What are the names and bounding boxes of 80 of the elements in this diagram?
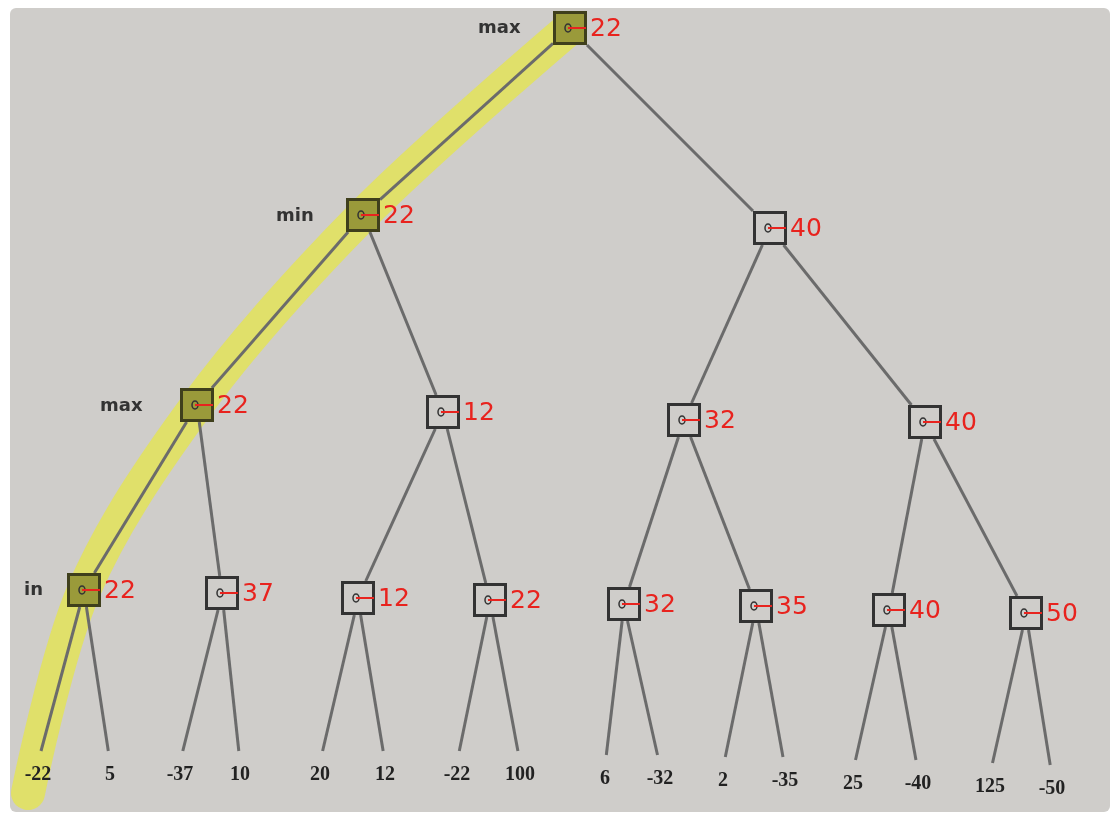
tree-edge [93,421,188,574]
tree-node-box [872,593,906,627]
annotation-value: 22 [590,14,622,42]
tree-edge [379,42,554,201]
tree-edge [445,428,488,584]
tree-node-box [1009,596,1043,630]
tree-edge [854,626,887,761]
tree-edge [210,231,350,389]
leaf-value: 125 [966,773,1014,797]
tree-edge [359,614,385,752]
tree-edge [84,606,110,752]
tree-edge [197,421,222,577]
leaf-value: -40 [894,770,942,794]
tree-edge [626,620,659,756]
annotation-value: 22 [217,391,249,419]
annotation-value: 35 [776,592,808,620]
level-label: min [276,204,314,225]
tree-edge [723,622,755,758]
annotation-value: 22 [383,201,415,229]
tree-edge [364,428,437,582]
tree-edge [222,609,241,752]
tree-node-box [205,576,239,610]
level-label: max [100,394,143,415]
leaf-value: -35 [761,767,809,791]
tree-edge [932,438,1019,597]
annotation-value: 32 [704,406,736,434]
tree-edge [1027,629,1052,766]
tree-node-box [739,589,773,623]
tree-edge [585,43,755,213]
annotation-value: 22 [104,576,136,604]
leaf-value: 2 [710,767,736,791]
leaf-value: 100 [496,761,544,785]
leaf-value: 20 [302,761,338,785]
tree-edge [368,231,438,396]
leaf-value: 25 [835,770,871,794]
tree-edge [890,438,924,594]
tree-edge [181,609,220,752]
leaf-value: 12 [367,761,403,785]
leaf-value: 6 [592,765,618,789]
leaf-value: -50 [1028,775,1076,799]
annotation-value: 32 [644,590,676,618]
tree-edge [757,622,785,758]
tree-edge [628,436,680,588]
tree-node-box [346,198,380,232]
annotation-value: 40 [945,408,977,436]
tree-node-box [607,587,641,621]
level-label: max [478,16,521,37]
tree-edge [890,626,918,761]
tree-node-box [667,403,701,437]
leaf-value: -37 [156,761,204,785]
annotation-value: 40 [790,214,822,242]
tree-node-box [426,395,460,429]
leaf-value: -22 [14,761,62,785]
annotation-value: 12 [463,398,495,426]
leaf-value: -32 [636,765,684,789]
tree-edge [689,436,751,590]
tree-node-box [908,405,942,439]
tree-node-box [473,583,507,617]
tree-edge [39,606,82,752]
tree-edge [321,614,356,752]
tree-edge [604,620,624,756]
leaf-value: -22 [433,761,481,785]
level-label: in [24,578,43,599]
tree-node-box [180,388,214,422]
leaf-value: 5 [97,761,123,785]
tree-edge [782,244,913,406]
tree-edge [690,244,764,404]
tree-node-box [753,211,787,245]
leaf-value: 10 [222,761,258,785]
annotation-value: 50 [1046,599,1078,627]
tree-node-box [67,573,101,607]
tree-edge [457,616,489,752]
tree-edge [991,629,1024,764]
tree-node-box [341,581,375,615]
annotation-value: 12 [378,584,410,612]
annotation-value: 40 [909,596,941,624]
tree-node-box [553,11,587,45]
annotation-value: 37 [242,579,274,607]
tree-edge [491,616,520,752]
annotation-value: 22 [510,586,542,614]
